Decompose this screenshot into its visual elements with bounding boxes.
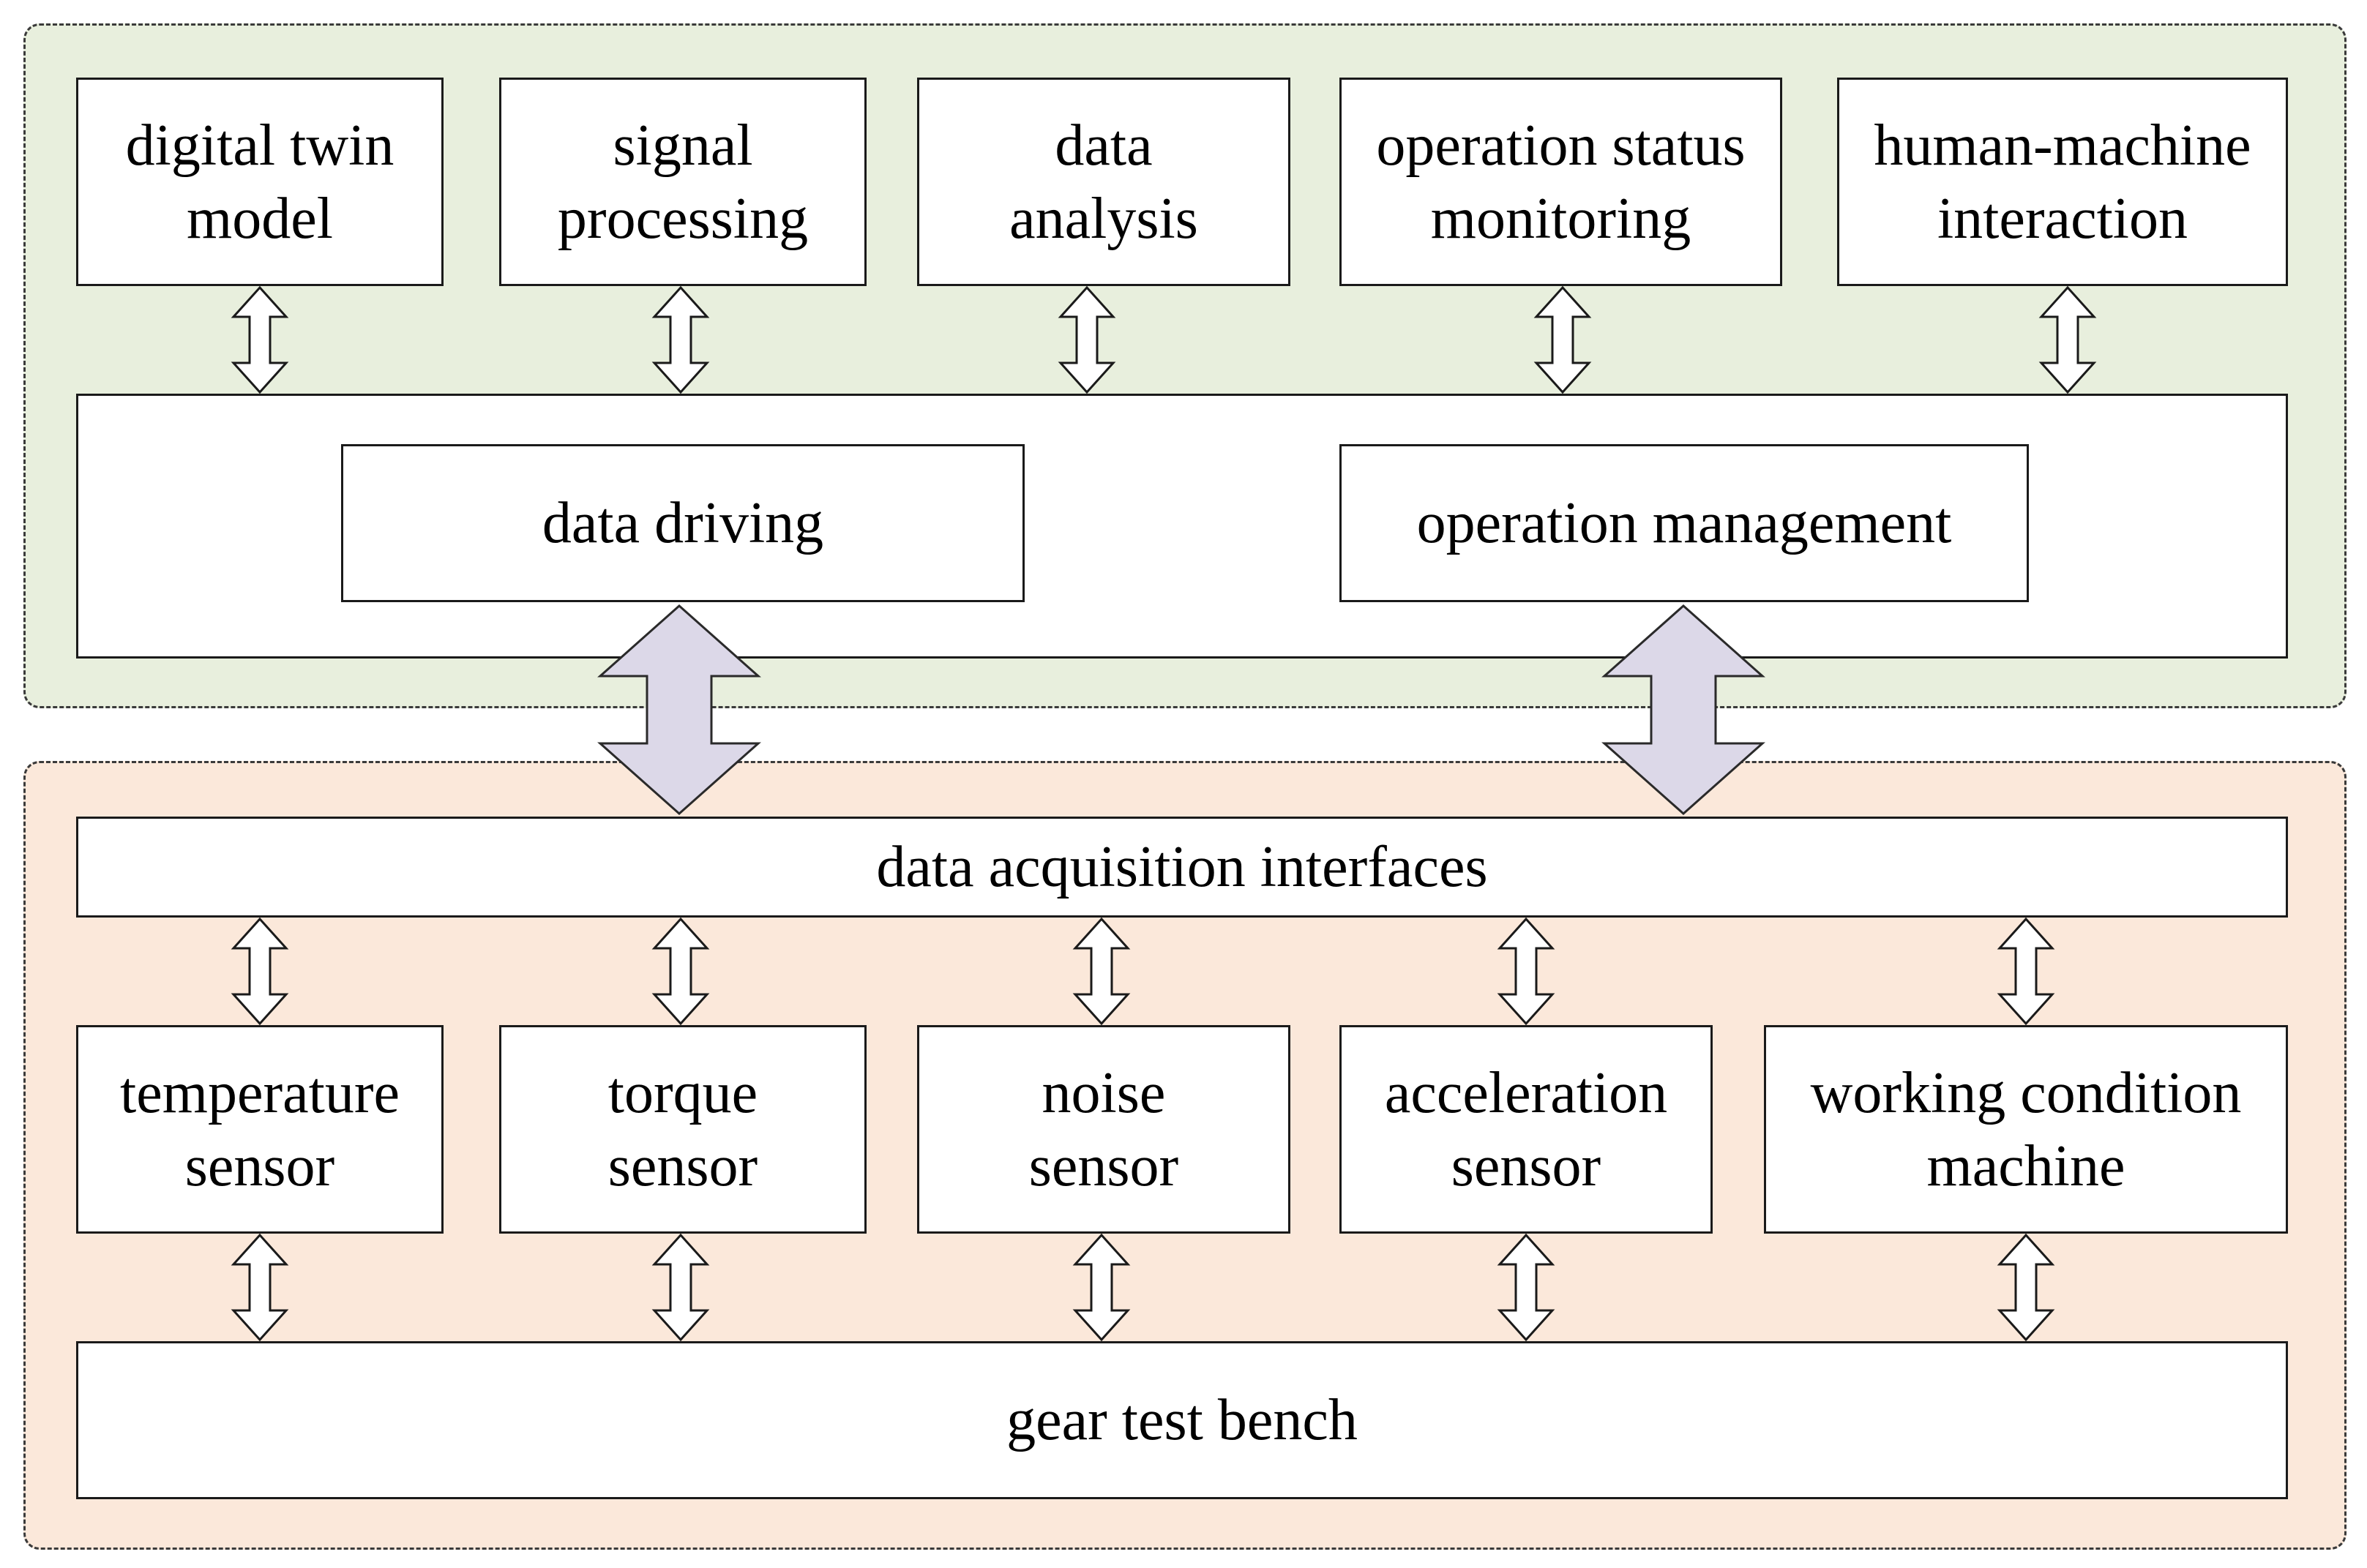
data-acquisition-interfaces-box: data acquisition interfaces <box>76 817 2288 918</box>
signal-processing-box: signal processing <box>499 78 867 286</box>
noise-sensor-box: noise sensor <box>917 1025 1290 1234</box>
working-condition-machine-box: working condition machine <box>1764 1025 2288 1234</box>
torque-sensor-box: torque sensor <box>499 1025 867 1234</box>
human-machine-interaction-box: human-machine interaction <box>1837 78 2288 286</box>
data-driving-box: data driving <box>341 444 1025 602</box>
operation-management-box: operation management <box>1339 444 2029 602</box>
acceleration-sensor-box: acceleration sensor <box>1339 1025 1713 1234</box>
gear-test-bench-box: gear test bench <box>76 1341 2288 1499</box>
operation-status-monitoring-box: operation status monitoring <box>1339 78 1782 286</box>
data-analysis-box: data analysis <box>917 78 1290 286</box>
temperature-sensor-box: temperature sensor <box>76 1025 444 1234</box>
digital-twin-model-box: digital twin model <box>76 78 444 286</box>
